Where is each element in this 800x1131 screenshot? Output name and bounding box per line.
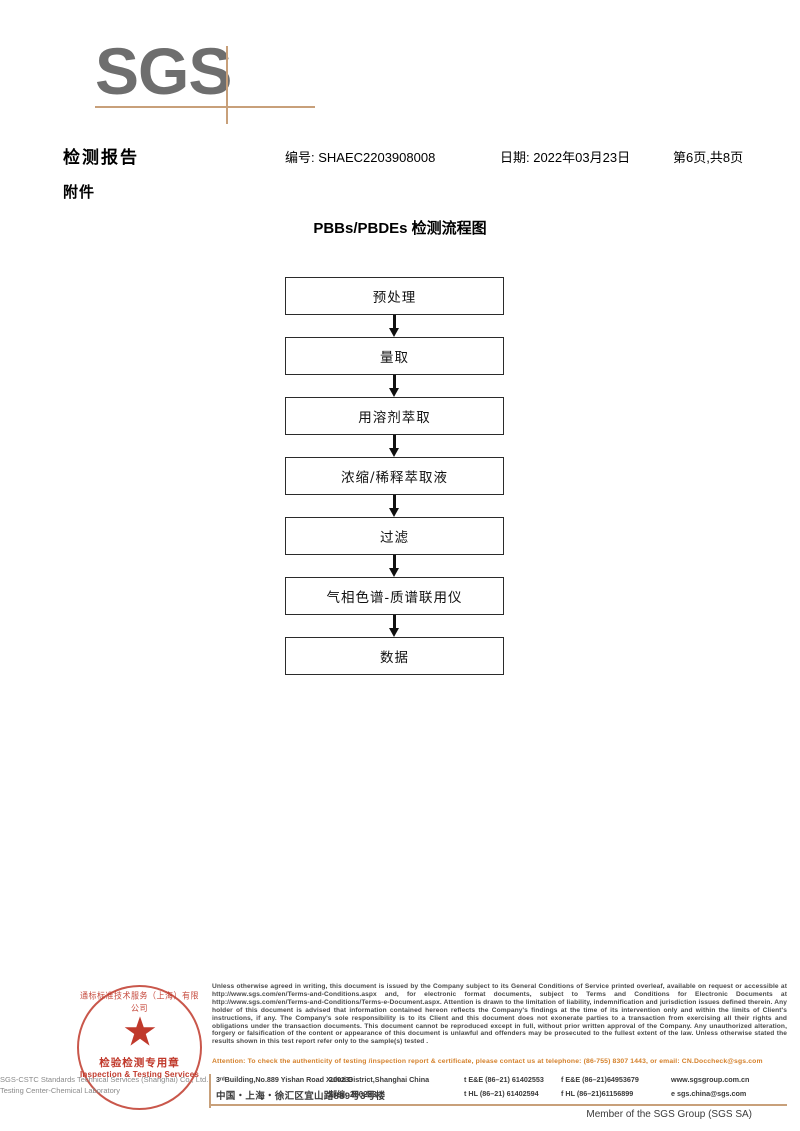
logo-vertical-rule	[226, 46, 228, 124]
address-tel-en: t E&E (86–21) 61402553	[464, 1075, 544, 1084]
flow-step-label: 量取	[380, 350, 409, 366]
report-date: 日期: 2022年03月23日	[500, 150, 631, 165]
flow-arrow-icon	[285, 375, 504, 397]
address-fax-en: f E&E (86–21)64953679	[561, 1075, 639, 1084]
address-email: e sgs.china@sgs.com	[671, 1089, 747, 1098]
star-icon	[124, 1016, 155, 1046]
page-counter: 第6页,共8页	[673, 150, 744, 165]
address-street-cn: 中国・上海・徐汇区宜山路889号3号楼	[216, 1091, 386, 1102]
seal-company-name: SGS-CSTC Standards Technical Services (S…	[0, 1074, 230, 1096]
address-zip-cn: 邮编: 200233	[329, 1090, 377, 1099]
flow-step: 气相色谱-质谱联用仪	[285, 577, 504, 615]
sgs-group-member-text: Member of the SGS Group (SGS SA)	[586, 1109, 752, 1120]
seal-company-line1: SGS-CSTC Standards Technical Services (S…	[0, 1075, 209, 1084]
report-header: 检测报告 编号: SHAEC2203908008 日期: 2022年03月23日…	[63, 143, 753, 169]
flow-step-label: 浓缩/稀释萃取液	[340, 470, 449, 486]
page-footer: 通标标准技术服务（上海）有限公司 检验检测专用章 Inspection & Te…	[0, 978, 800, 1131]
flowchart: 预处理 量取 用溶剂萃取 浓缩/稀释萃取液 过滤 气相色谱-质谱联用仪 数据	[285, 277, 504, 675]
flow-step: 量取	[285, 337, 504, 375]
flow-step: 过滤	[285, 517, 504, 555]
flow-arrow-icon	[285, 495, 504, 517]
address-row-english: 3ʳᵈBuilding,No.889 Yishan Road Xuhui Dis…	[216, 1075, 791, 1090]
flow-step: 用溶剂萃取	[285, 397, 504, 435]
address-street-en: 3ʳᵈBuilding,No.889 Yishan Road Xuhui Dis…	[216, 1075, 430, 1084]
flow-step: 数据	[285, 637, 504, 675]
flow-step-label: 用溶剂萃取	[358, 410, 431, 426]
address-tel-hl: t HL (86–21) 61402594	[464, 1089, 539, 1098]
address-website: www.sgsgroup.com.cn	[671, 1075, 750, 1084]
flowchart-title: PBBs/PBDEs 检测流程图	[313, 220, 487, 237]
flow-arrow-icon	[285, 315, 504, 337]
flow-step: 浓缩/稀释萃取液	[285, 457, 504, 495]
logo-horizontal-rule	[95, 106, 315, 108]
seal-center-en-text: Inspection & Testing Services	[79, 1070, 200, 1079]
flow-arrow-icon	[285, 615, 504, 637]
footer-horizontal-divider	[209, 1104, 787, 1106]
seal-center-cn-text: 检验检测专用章	[99, 1057, 180, 1069]
seal-ring	[77, 985, 202, 1110]
flow-step-label: 预处理	[372, 290, 417, 306]
address-fax-hl: f HL (86–21)61156899	[561, 1089, 634, 1098]
report-number: 编号: SHAEC2203908008	[285, 150, 436, 165]
sgs-wordmark: SGS	[95, 34, 232, 108]
address-zip-en: 200233	[329, 1075, 353, 1084]
flow-step: 预处理	[285, 277, 504, 315]
legal-terms-text: Unless otherwise agreed in writing, this…	[212, 983, 787, 1046]
footer-vertical-divider	[209, 1074, 211, 1108]
flow-arrow-icon	[285, 435, 504, 457]
sgs-logo: SGS	[95, 34, 515, 124]
sgs-group-member-note: Member of the SGS Group (SGS SA)	[0, 1109, 787, 1120]
company-seal-stamp: 通标标准技术服务（上海）有限公司 检验检测专用章 Inspection & Te…	[77, 985, 202, 1110]
seal-company-line2: Testing Center-Chemical Laboratory	[0, 1086, 121, 1095]
flow-step-label: 气相色谱-质谱联用仪	[326, 590, 463, 606]
flow-step-label: 数据	[380, 650, 409, 666]
seal-outer-text: 通标标准技术服务（上海）有限公司	[80, 991, 199, 1013]
attention-notice-text: Attention: To check the authenticity of …	[212, 1058, 763, 1065]
page-title: 检测报告	[63, 148, 139, 167]
flow-step-label: 过滤	[380, 530, 409, 546]
flow-arrow-icon	[285, 555, 504, 577]
address-row-chinese: 中国・上海・徐汇区宜山路889号3号楼 邮编: 200233 t HL (86–…	[216, 1089, 791, 1104]
attachment-label: 附件	[63, 184, 96, 201]
